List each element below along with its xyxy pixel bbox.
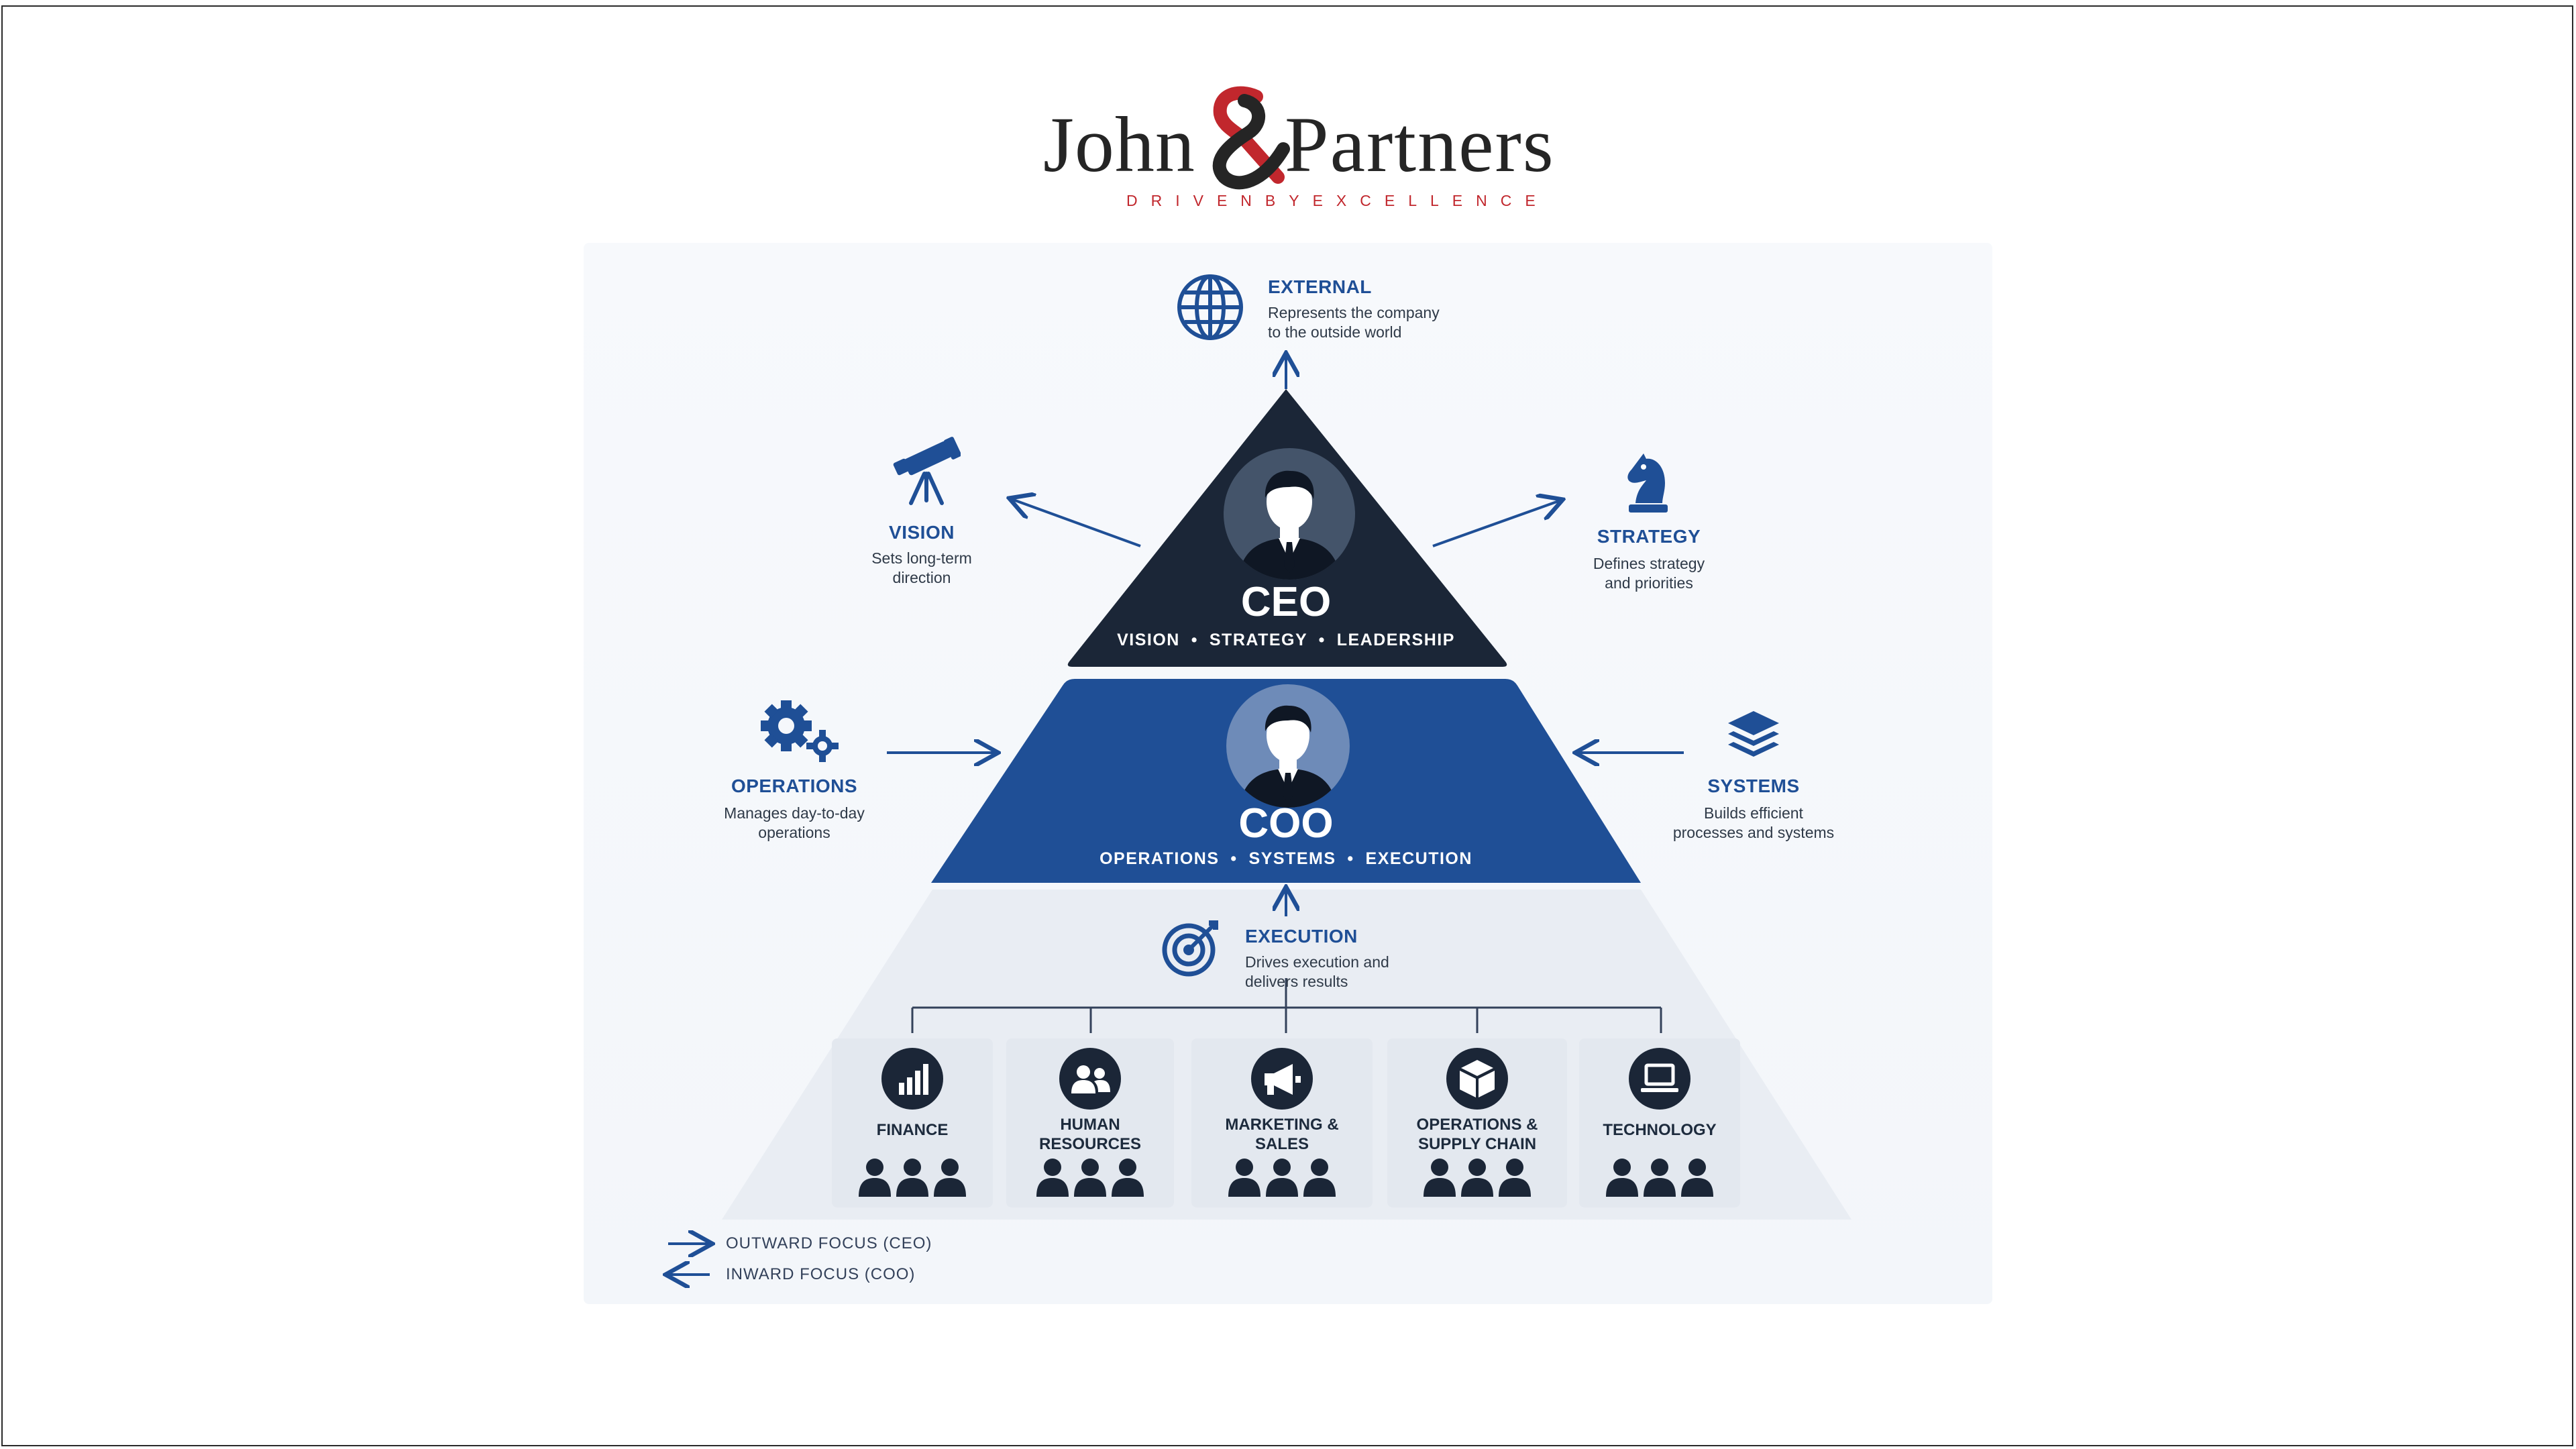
people-icon <box>1059 1048 1121 1110</box>
brand-logo: John Partners DRIVENBYEXCELLENCE <box>1043 86 1555 213</box>
department-label-line2: SUPPLY CHAIN <box>1417 1135 1537 1153</box>
external-title: EXTERNAL <box>1268 276 1372 297</box>
strategy-desc-line2: and priorities <box>1605 574 1693 592</box>
external-desc-line1: Represents the company <box>1268 304 1440 321</box>
coo-avatar <box>1226 684 1350 808</box>
team-icon <box>1036 1159 1144 1197</box>
department-card-operations-supply-chain: OPERATIONS & SUPPLY CHAIN <box>1387 1038 1567 1208</box>
department-label-line1: TECHNOLOGY <box>1603 1121 1717 1139</box>
department-card-finance: FINANCE <box>832 1038 993 1208</box>
operations-desc-line1: Manages day-to-day <box>724 804 865 822</box>
vision-title: VISION <box>889 522 955 543</box>
systems-desc-line2: processes and systems <box>1672 824 1835 841</box>
brand-name-left: John <box>1043 101 1195 189</box>
operations-desc-line2: operations <box>758 824 830 841</box>
ceo-title: CEO <box>1240 579 1332 625</box>
box-icon <box>1446 1048 1508 1110</box>
target-icon <box>1162 920 1218 977</box>
execution-desc-line2: delivers results <box>1245 973 1348 990</box>
brand-name-right: Partners <box>1285 101 1555 189</box>
team-icon <box>1228 1159 1336 1197</box>
execution-desc-line1: Drives execution and <box>1245 953 1389 971</box>
department-connectors <box>911 978 1662 1033</box>
department-card-marketing-sales: MARKETING & SALES <box>1191 1038 1373 1208</box>
arrow-strategy <box>1432 500 1560 547</box>
operations-title: OPERATIONS <box>731 775 858 796</box>
department-card-technology: TECHNOLOGY <box>1579 1038 1740 1208</box>
layers-icon <box>1728 711 1779 757</box>
telescope-icon <box>893 437 961 505</box>
department-label-line1: FINANCE <box>876 1121 949 1139</box>
strategy-desc-line1: Defines strategy <box>1593 555 1705 572</box>
legend-inward-label: INWARD FOCUS (COO) <box>726 1265 916 1283</box>
strategy-title: STRATEGY <box>1597 526 1701 547</box>
gears-icon <box>761 700 839 762</box>
ceo-subtitle: VISION • STRATEGY • LEADERSHIP <box>1117 631 1455 649</box>
chess-knight-icon <box>1627 453 1668 513</box>
department-label-line1: HUMAN <box>1060 1116 1120 1134</box>
brand-tagline: DRIVENBYEXCELLENCE <box>1126 192 1549 209</box>
coo-subtitle: OPERATIONS • SYSTEMS • EXECUTION <box>1099 849 1472 868</box>
arrow-vision <box>1012 499 1141 547</box>
laptop-icon <box>1629 1048 1690 1110</box>
legend-outward-label: OUTWARD FOCUS (CEO) <box>726 1234 932 1252</box>
team-icon <box>859 1159 966 1197</box>
vision-desc-line1: Sets long-term <box>871 549 972 567</box>
systems-title: SYSTEMS <box>1707 775 1800 796</box>
megaphone-icon <box>1251 1048 1313 1110</box>
ceo-avatar <box>1224 448 1355 580</box>
department-label-line1: OPERATIONS & <box>1416 1116 1538 1134</box>
team-icon <box>1606 1159 1713 1197</box>
execution-title: EXECUTION <box>1245 926 1358 947</box>
external-desc-line2: to the outside world <box>1268 323 1402 341</box>
systems-desc-line1: Builds efficient <box>1704 804 1803 822</box>
ampersand-icon <box>1212 86 1290 190</box>
coo-title: COO <box>1238 800 1334 847</box>
slide-border <box>1 5 2573 1446</box>
department-label-line2: SALES <box>1254 1135 1309 1153</box>
department-label-line2: RESOURCES <box>1038 1135 1142 1153</box>
bar-chart-icon <box>881 1048 943 1110</box>
department-card-human-resources: HUMAN RESOURCES <box>1006 1038 1174 1208</box>
team-icon <box>1424 1159 1531 1197</box>
globe-icon <box>1177 274 1243 340</box>
department-label-line1: MARKETING & <box>1225 1116 1339 1134</box>
vision-desc-line2: direction <box>892 569 951 586</box>
